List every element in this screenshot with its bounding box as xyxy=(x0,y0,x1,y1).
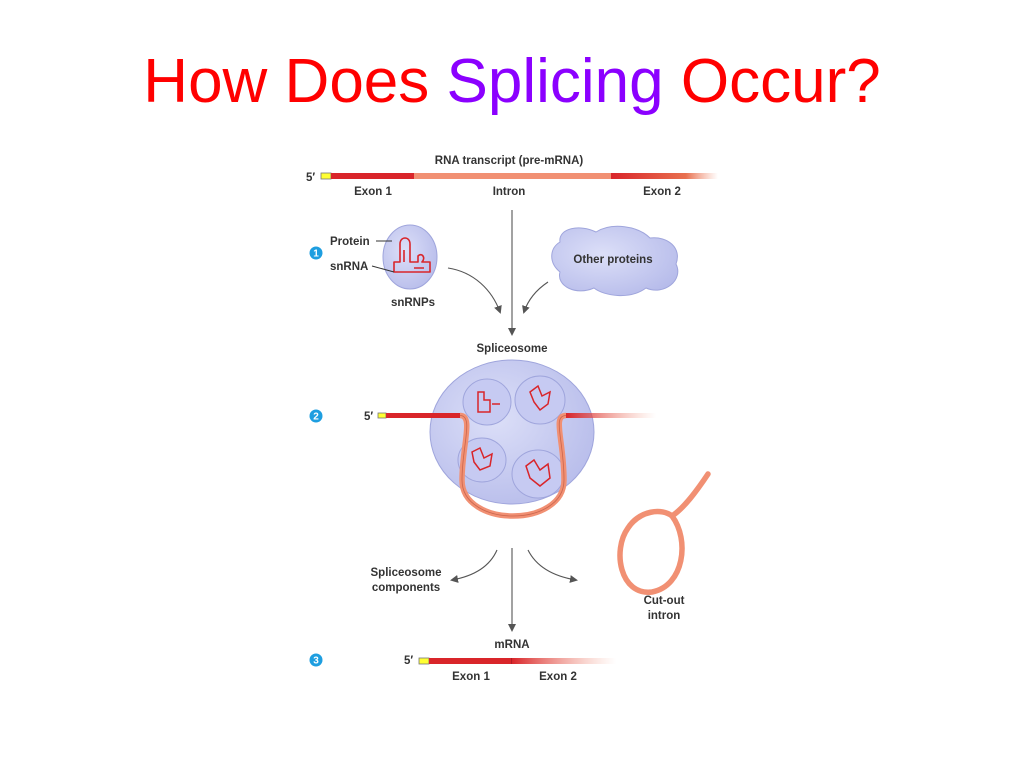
step-1-badge xyxy=(309,246,323,260)
snrnp-snrna-squiggle xyxy=(393,237,431,273)
snrnp-top-left xyxy=(462,378,512,426)
pre-mrna-label: RNA transcript (pre-mRNA) xyxy=(435,155,584,167)
pre-mrna-exon1 xyxy=(331,173,414,179)
title-text-splicing: Splicing xyxy=(446,47,664,116)
mrna-exon1 xyxy=(429,658,512,664)
mrna-cap xyxy=(418,657,430,665)
step-3-badge xyxy=(309,653,323,667)
step-3-number: 3 xyxy=(313,656,319,667)
title-text-occur: Occur? xyxy=(663,47,881,116)
components-curved-arrow xyxy=(450,549,498,583)
spliceosome-five-prime: 5′ xyxy=(364,411,373,423)
cut-out-intron-label-line1: Cut-out xyxy=(644,595,685,607)
pre-mrna-exon1-label: Exon 1 xyxy=(354,186,392,198)
snrnp-bottom-right xyxy=(511,449,565,499)
mrna-exon2-label: Exon 2 xyxy=(539,671,577,683)
pre-mrna-intron xyxy=(414,173,611,179)
snrnp-top-left-snrna xyxy=(477,391,500,413)
mrna-five-prime: 5′ xyxy=(404,655,413,667)
spliceosome-label: Spliceosome xyxy=(477,343,548,355)
step-2-number: 2 xyxy=(313,412,319,423)
mrna-exon1-label: Exon 1 xyxy=(452,671,490,683)
other-proteins-curved-arrow xyxy=(522,281,549,314)
spliceosome-exon2 xyxy=(566,413,656,418)
snrnp-top-right-snrna xyxy=(529,384,551,412)
mrna-exon2 xyxy=(512,658,616,664)
components-label-line2: components xyxy=(372,582,440,594)
pre-mrna-intron-label: Intron xyxy=(493,186,526,198)
step-1-number: 1 xyxy=(313,249,319,260)
snrnp-snrna-leader xyxy=(371,265,395,273)
pre-mrna-five-prime: 5′ xyxy=(306,172,315,184)
spliceosome-intron-loop-edge xyxy=(459,415,567,517)
other-proteins-label: Other proteins xyxy=(573,254,652,266)
spliceosome-exon1 xyxy=(386,413,460,418)
snrnp-top-right xyxy=(514,375,566,425)
snrnp-curved-arrow xyxy=(447,267,502,314)
pre-mrna-cap xyxy=(320,172,332,180)
spliceosome-cap xyxy=(377,412,387,419)
slide-title: How Does Splicing Occur? xyxy=(0,44,1024,120)
other-proteins-blob xyxy=(551,225,679,296)
cut-out-intron-label-line2: intron xyxy=(648,610,681,622)
spliceosome-complex xyxy=(429,359,595,505)
snrnp-bottom-left-snrna xyxy=(471,446,493,471)
snrnp-bottom-left xyxy=(457,437,507,483)
cut-out-intron-lariat xyxy=(617,471,711,595)
mrna-label: mRNA xyxy=(494,639,529,651)
step-2-badge xyxy=(309,409,323,423)
snrnp-protein-label: Protein xyxy=(330,236,370,248)
pre-mrna-exon2 xyxy=(611,173,718,179)
pre-mrna-exon2-label: Exon 2 xyxy=(643,186,681,198)
intron-curved-arrow xyxy=(527,549,578,583)
title-text-how-does: How Does xyxy=(143,47,447,116)
snrnp-snrna-label: snRNA xyxy=(330,261,368,273)
snrnp-bottom-right-snrna xyxy=(525,458,551,487)
snrnp-name-label: snRNPs xyxy=(391,297,435,309)
components-label-line1: Spliceosome xyxy=(371,567,442,579)
